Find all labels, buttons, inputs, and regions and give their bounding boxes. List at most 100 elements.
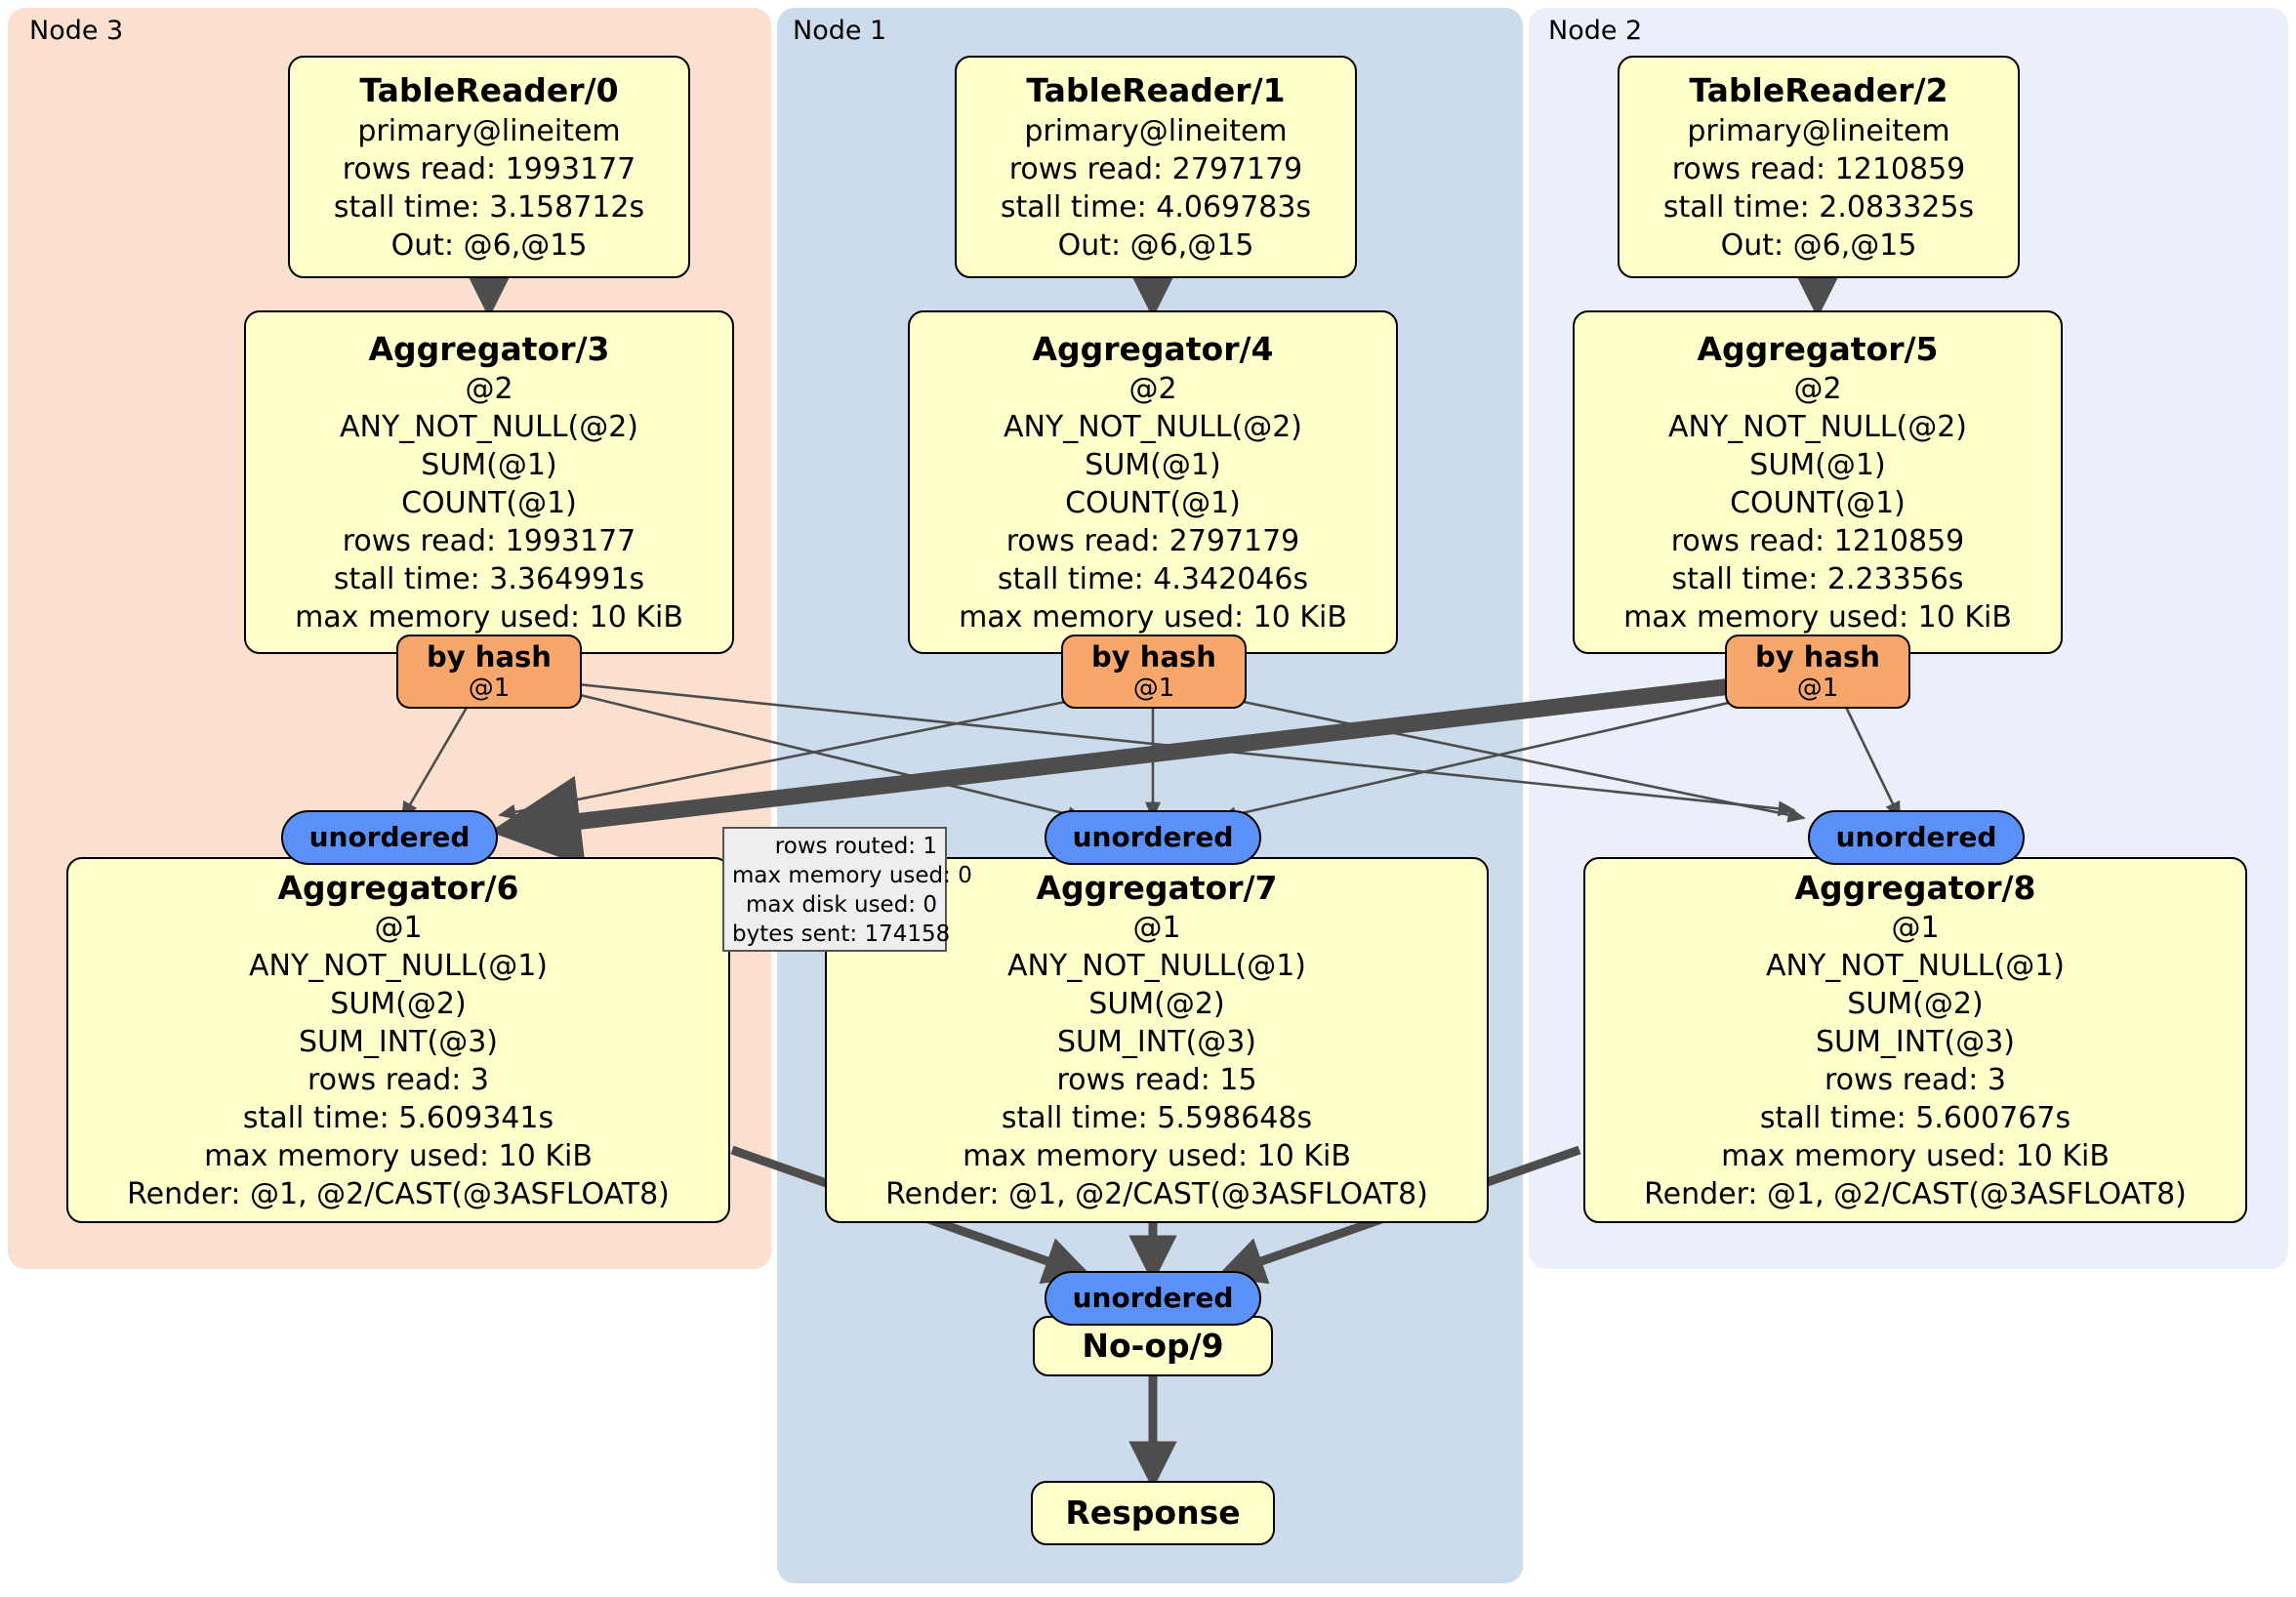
node-line: rows read: 3: [307, 1063, 490, 1098]
node-line: primary@lineitem: [1687, 113, 1950, 148]
node-title: TableReader/1: [1026, 71, 1286, 110]
node-line: COUNT(@1): [1730, 486, 1906, 521]
badge-by-hash-3[interactable]: by hash @1: [396, 635, 582, 709]
node-line: @2: [465, 372, 513, 407]
node-aggregator-6[interactable]: Aggregator/6 @1 ANY_NOT_NULL(@1) SUM(@2)…: [66, 857, 730, 1223]
node-line: max memory used: 10 KiB: [204, 1139, 593, 1174]
badge-unordered-8[interactable]: unordered: [1808, 810, 2025, 865]
node-line: primary@lineitem: [357, 113, 621, 148]
node-line: max memory used: 10 KiB: [295, 600, 683, 635]
node-line: @2: [1128, 372, 1177, 407]
node-line: SUM(@1): [421, 448, 557, 483]
node-line: Out: @6,@15: [390, 227, 588, 263]
node-aggregator-5[interactable]: Aggregator/5 @2 ANY_NOT_NULL(@2) SUM(@1)…: [1573, 310, 2063, 654]
node-tablereader-0[interactable]: TableReader/0 primary@lineitem rows read…: [288, 56, 690, 278]
tooltip-line: max memory used: 0: [732, 862, 972, 888]
badge-label: unordered: [1835, 821, 1997, 854]
node-tablereader-1[interactable]: TableReader/1 primary@lineitem rows read…: [955, 56, 1357, 278]
node-line: rows read: 15: [1056, 1063, 1257, 1098]
node-line: Out: @6,@15: [1057, 227, 1254, 263]
node-title: TableReader/0: [359, 71, 619, 110]
badge-by-hash-5[interactable]: by hash @1: [1725, 635, 1910, 709]
node-line: rows read: 1993177: [342, 524, 636, 559]
cluster-label-node3: Node 3: [29, 16, 124, 46]
node-line: rows read: 1210859: [1671, 151, 1966, 186]
node-line: stall time: 3.158712s: [333, 189, 645, 225]
node-line: SUM(@1): [1749, 448, 1886, 483]
node-line: stall time: 5.598648s: [1001, 1101, 1313, 1136]
node-title: Aggregator/5: [1697, 329, 1939, 368]
node-aggregator-3[interactable]: Aggregator/3 @2 ANY_NOT_NULL(@2) SUM(@1)…: [244, 310, 734, 654]
node-line: Out: @6,@15: [1720, 227, 1917, 263]
badge-label: unordered: [1072, 1282, 1234, 1315]
node-line: SUM_INT(@3): [299, 1025, 498, 1060]
node-title: TableReader/2: [1689, 71, 1948, 110]
node-line: @1: [1891, 911, 1940, 946]
badge-label: by hash: [1755, 639, 1880, 674]
node-line: Render: @1, @2/CAST(@3ASFLOAT8): [885, 1177, 1428, 1212]
node-line: stall time: 2.23356s: [1671, 562, 1964, 597]
node-title: Aggregator/3: [368, 329, 610, 368]
node-title: Aggregator/7: [1036, 868, 1278, 907]
node-noop-9[interactable]: No-op/9: [1033, 1316, 1273, 1376]
badge-label: by hash: [1091, 639, 1216, 674]
node-line: COUNT(@1): [401, 486, 577, 521]
node-title: Aggregator/4: [1032, 329, 1274, 368]
node-line: SUM_INT(@3): [1057, 1025, 1256, 1060]
node-aggregator-8[interactable]: Aggregator/8 @1 ANY_NOT_NULL(@1) SUM(@2)…: [1583, 857, 2247, 1223]
node-line: SUM(@2): [1088, 987, 1225, 1022]
badge-sublabel: @1: [1796, 673, 1839, 703]
cluster-label-node1: Node 1: [793, 16, 887, 46]
badge-label: unordered: [1072, 821, 1234, 854]
badge-unordered-6[interactable]: unordered: [281, 810, 498, 865]
node-line: max memory used: 10 KiB: [959, 600, 1347, 635]
node-line: ANY_NOT_NULL(@2): [1668, 410, 1967, 445]
node-title: No-op/9: [1082, 1327, 1224, 1366]
node-line: Render: @1, @2/CAST(@3ASFLOAT8): [1644, 1177, 2187, 1212]
node-line: SUM(@2): [1847, 987, 1984, 1022]
node-line: rows read: 2797179: [1008, 151, 1303, 186]
node-line: max memory used: 10 KiB: [1721, 1139, 2110, 1174]
badge-label: unordered: [308, 821, 471, 854]
node-line: SUM(@1): [1085, 448, 1221, 483]
node-line: stall time: 2.083325s: [1662, 189, 1975, 225]
node-line: stall time: 5.600767s: [1759, 1101, 2071, 1136]
tooltip-line: bytes sent: 174158: [732, 921, 951, 947]
node-line: COUNT(@1): [1065, 486, 1241, 521]
node-line: max memory used: 10 KiB: [1623, 600, 2012, 635]
node-aggregator-4[interactable]: Aggregator/4 @2 ANY_NOT_NULL(@2) SUM(@1)…: [908, 310, 1398, 654]
node-line: stall time: 4.069783s: [1000, 189, 1312, 225]
node-line: ANY_NOT_NULL(@1): [1007, 949, 1306, 984]
edge-stats-tooltip: rows routed: 1 max memory used: 0 max di…: [722, 827, 972, 952]
node-response[interactable]: Response: [1031, 1481, 1275, 1545]
node-title: Aggregator/8: [1794, 868, 2036, 907]
tooltip-line: rows routed: 1: [774, 834, 937, 859]
node-line: rows read: 1210859: [1670, 524, 1965, 559]
node-line: rows read: 3: [1824, 1063, 2007, 1098]
badge-sublabel: @1: [1132, 673, 1175, 703]
node-line: ANY_NOT_NULL(@2): [340, 410, 638, 445]
node-line: SUM(@2): [330, 987, 467, 1022]
node-title: Response: [1065, 1494, 1241, 1533]
node-line: stall time: 4.342046s: [997, 562, 1309, 597]
tooltip-line: max disk used: 0: [745, 891, 937, 918]
badge-unordered-9[interactable]: unordered: [1045, 1271, 1261, 1326]
node-line: stall time: 5.609341s: [242, 1101, 554, 1136]
badge-label: by hash: [427, 639, 552, 674]
node-line: @2: [1793, 372, 1842, 407]
node-title: Aggregator/6: [277, 868, 519, 907]
node-line: stall time: 3.364991s: [333, 562, 645, 597]
node-line: ANY_NOT_NULL(@1): [249, 949, 548, 984]
node-line: Render: @1, @2/CAST(@3ASFLOAT8): [127, 1177, 670, 1212]
cluster-label-node2: Node 2: [1548, 16, 1643, 46]
node-line: ANY_NOT_NULL(@2): [1004, 410, 1302, 445]
node-line: SUM_INT(@3): [1816, 1025, 2015, 1060]
node-tablereader-2[interactable]: TableReader/2 primary@lineitem rows read…: [1618, 56, 2020, 278]
badge-by-hash-4[interactable]: by hash @1: [1061, 635, 1247, 709]
node-line: @1: [1132, 911, 1181, 946]
badge-unordered-7[interactable]: unordered: [1045, 810, 1261, 865]
node-line: primary@lineitem: [1024, 113, 1288, 148]
node-line: max memory used: 10 KiB: [963, 1139, 1351, 1174]
node-line: rows read: 2797179: [1005, 524, 1300, 559]
